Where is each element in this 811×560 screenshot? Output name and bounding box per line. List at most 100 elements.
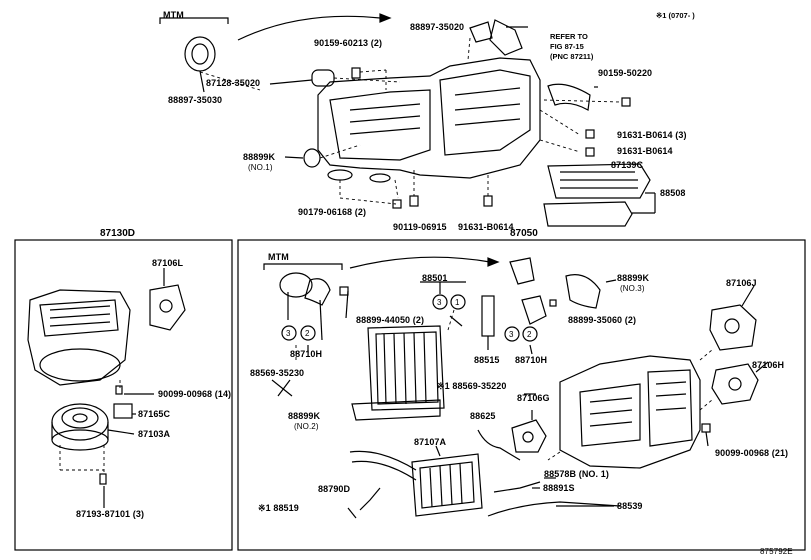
resistor-icon: [113, 403, 133, 419]
heater-core-icon: [349, 450, 483, 517]
part-label[interactable]: ※1 88569-35220: [437, 381, 507, 391]
mtm-arrow-top: [237, 15, 381, 41]
left-box-title: 87130D: [100, 228, 136, 239]
sensor-plug-icon: [303, 148, 321, 168]
part-label[interactable]: 88897-35020: [410, 22, 465, 32]
part-label[interactable]: 88899K: [617, 273, 650, 283]
part-label[interactable]: 90119-06915: [393, 222, 447, 232]
part-label[interactable]: 88899K: [288, 411, 321, 421]
harness-icon: [493, 481, 541, 493]
circle-mark-text: 2: [527, 330, 532, 339]
right-box-frame: [237, 239, 806, 551]
part-label[interactable]: 90099-00968 (14): [158, 389, 232, 399]
part-label[interactable]: 87106J: [726, 278, 757, 288]
screw-icon-2: [621, 97, 631, 107]
valve-icon: [481, 295, 495, 337]
filter-case-icon: [543, 201, 633, 227]
part-label[interactable]: 88891S: [543, 483, 575, 493]
circle-mark: [450, 294, 466, 310]
circle-mark-text: 3: [437, 298, 442, 307]
grommet-icon: [311, 69, 335, 87]
blower-motor-icon: [51, 403, 109, 451]
heater-unit-icon: [559, 355, 701, 469]
filter-icon: [547, 163, 651, 199]
part-label[interactable]: 90099-00968 (21): [715, 448, 789, 458]
circle-mark: [281, 325, 297, 341]
actuator-icon-87106L: [149, 284, 186, 331]
part-label[interactable]: 88710H: [515, 355, 548, 365]
part-label[interactable]: 87165C: [138, 409, 171, 419]
actuator-icon-87106G: [511, 419, 547, 453]
clip-icon: [271, 379, 293, 397]
part-label[interactable]: 88790D: [318, 484, 351, 494]
wire-icon: [477, 429, 521, 461]
part-label[interactable]: 88897-35030: [168, 95, 223, 105]
circle-mark-text: 2: [305, 329, 310, 338]
part-label[interactable]: ※1 88519: [258, 503, 299, 513]
circle-mark-text: 3: [509, 330, 514, 339]
wire-icon-2: [359, 487, 381, 511]
part-label[interactable]: 87139C: [611, 160, 644, 170]
left-box-frame: [14, 239, 233, 551]
part-label[interactable]: 87106L: [152, 258, 184, 268]
part-label[interactable]: 88899-35060 (2): [568, 315, 637, 325]
part-label[interactable]: 88899-44050 (2): [356, 315, 425, 325]
part-sublabel: (NO.2): [294, 422, 319, 431]
part-label[interactable]: 91631-B0614 (3): [617, 130, 687, 140]
circle-mark: [522, 326, 538, 342]
part-label[interactable]: 91631-B0614: [458, 222, 514, 232]
part-label[interactable]: 88569-35230: [250, 368, 305, 378]
part-label[interactable]: 88710H: [290, 349, 323, 359]
part-label[interactable]: 88508: [660, 188, 686, 198]
part-label[interactable]: 87128-35020: [206, 78, 261, 88]
part-label[interactable]: 90159-60213 (2): [314, 38, 383, 48]
circle-mark: [504, 326, 520, 342]
part-label[interactable]: 88501: [422, 273, 448, 283]
diagram-code: 875792E: [760, 547, 793, 556]
part-label[interactable]: 87107A: [414, 437, 447, 447]
evaporator-icon: [367, 325, 445, 411]
mtm-bracket-right: [263, 263, 343, 270]
part-label[interactable]: 87106H: [752, 360, 785, 370]
part-label[interactable]: 88515: [474, 355, 500, 365]
screw-icon-3: [115, 385, 123, 395]
refer-line-3: (PNC 87211): [550, 52, 594, 61]
circle-mark: [300, 325, 316, 341]
circle-mark-text: 3: [286, 329, 291, 338]
right-box-title: 87050: [510, 228, 538, 239]
part-label[interactable]: 87193-87101 (3): [76, 509, 145, 519]
arrow-head-top: [379, 13, 392, 23]
mtm-label-right: MTM: [268, 252, 289, 262]
part-label[interactable]: 91631-B0614: [617, 146, 673, 156]
gasket-ring-icon: [184, 36, 216, 72]
duct-icon: [547, 83, 591, 111]
expansion-parts-icon-left: [279, 272, 331, 341]
part-label[interactable]: 90179-06168 (2): [298, 207, 367, 217]
screw-icon-5: [701, 423, 711, 433]
gasket-icon: [351, 399, 441, 421]
refer-line-2: FIG 87-15: [550, 42, 584, 51]
screw-icon-4: [99, 473, 107, 485]
blower-housing-icon: [27, 289, 131, 386]
part-label[interactable]: 87106G: [517, 393, 550, 403]
part-label[interactable]: 90159-50220: [598, 68, 653, 78]
circle-mark: [432, 294, 448, 310]
circle-mark-text: 1: [455, 298, 460, 307]
part-sublabel: (NO.3): [620, 284, 645, 293]
refer-line-1: REFER TO: [550, 32, 588, 41]
actuator-icon-87106H: [711, 363, 759, 405]
part-label[interactable]: 88625: [470, 411, 496, 421]
part-label[interactable]: 88578B (NO. 1): [544, 469, 609, 479]
mtm-label-top: MTM: [163, 10, 184, 20]
part-label[interactable]: 87103A: [138, 429, 171, 439]
mtm-top-bracket: [159, 17, 229, 24]
sensor-icon: [565, 274, 601, 309]
screw-icon: [351, 67, 361, 79]
variant-note: ※1 (0707- ): [656, 11, 695, 20]
actuator-icon-87106J: [709, 304, 757, 351]
part-label[interactable]: 88539: [617, 501, 643, 511]
part-label[interactable]: 88899K: [243, 152, 276, 162]
hose-icon: [487, 501, 621, 517]
